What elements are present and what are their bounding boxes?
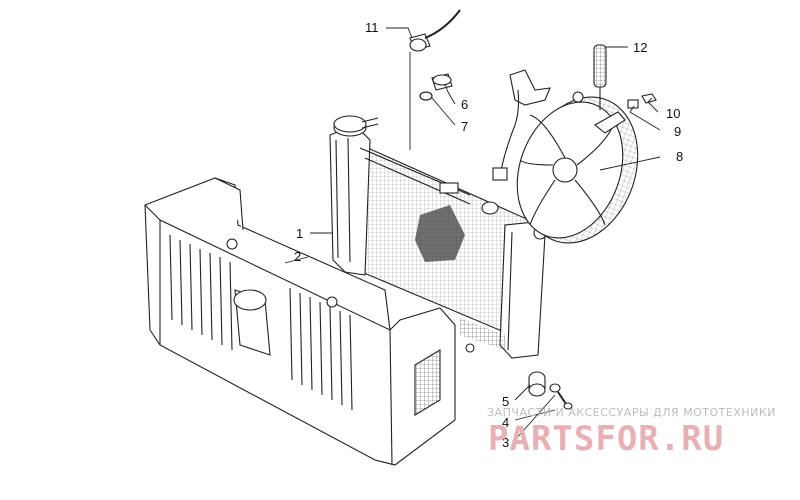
callout-7: 7 — [461, 119, 468, 134]
radiator — [329, 115, 547, 359]
callout-12: 12 — [633, 40, 647, 55]
callout-4: 4 — [502, 415, 509, 430]
callout-11: 11 — [365, 20, 379, 35]
watermark-brand: PARTSFOR.RU — [488, 419, 724, 459]
callout-1: 1 — [296, 226, 303, 241]
callout-2: 2 — [294, 249, 301, 264]
callout-9: 9 — [674, 124, 681, 139]
fan-assembly — [492, 69, 639, 244]
callout-5: 5 — [502, 394, 509, 409]
grille-shroud — [144, 177, 456, 466]
callout-6: 6 — [461, 97, 468, 112]
fan-switch — [409, 9, 461, 52]
callout-3: 3 — [502, 435, 509, 450]
washer-bolt — [549, 383, 573, 410]
callout-8: 8 — [676, 149, 683, 164]
callout-labels: 11 12 6 7 10 9 8 1 2 5 4 3 — [294, 20, 683, 450]
bushing — [528, 371, 546, 397]
watermark-tagline: ЗАПЧАСТИ И АКСЕССУАРЫ ДЛЯ МОТОТЕХНИКИ — [487, 406, 776, 419]
fan-shroud-boot — [593, 44, 607, 110]
leader-lines — [284, 27, 661, 441]
o-ring — [419, 91, 433, 101]
temperature-sensor — [431, 73, 453, 91]
watermark: ЗАПЧАСТИ И АКСЕССУАРЫ ДЛЯ МОТОТЕХНИКИ PA… — [487, 406, 776, 459]
callout-10: 10 — [666, 106, 680, 121]
nut — [641, 93, 657, 104]
